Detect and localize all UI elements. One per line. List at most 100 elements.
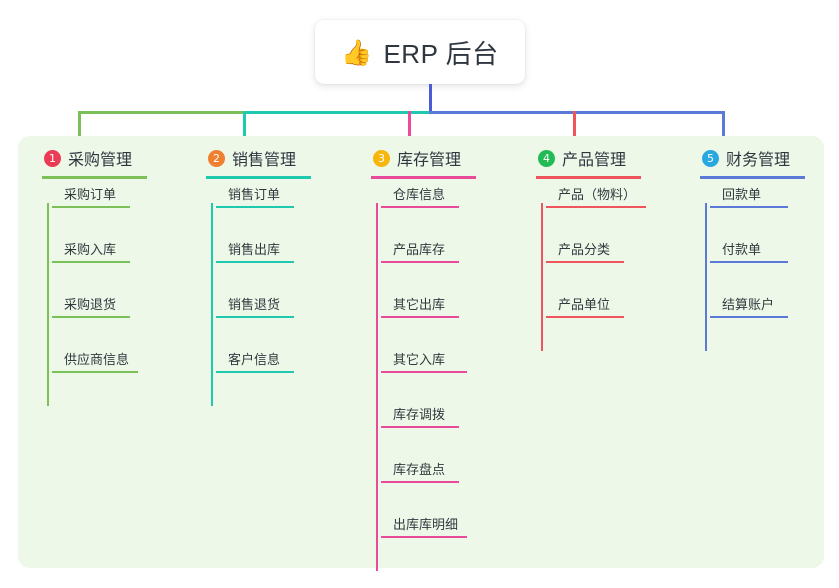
- branch-badge-5: 5: [702, 149, 719, 167]
- leaf-item-label: 供应商信息: [64, 352, 130, 367]
- leaf-item-underline: [381, 481, 459, 483]
- branch-column-5: 5 财务管理回款单付款单结算账户: [700, 146, 805, 351]
- branch-spine-3: [376, 203, 378, 571]
- leaf-item-label: 付款单: [722, 242, 762, 257]
- leaf-item-underline: [216, 261, 294, 263]
- leaf-item[interactable]: 产品单位: [536, 280, 626, 335]
- leaf-item-underline: [710, 261, 788, 263]
- root-stem-connector: [429, 84, 432, 112]
- leaf-item-label: 销售订单: [228, 187, 281, 202]
- branch-column-1: 1 采购管理采购订单采购入库采购退货供应商信息: [42, 146, 147, 406]
- branch-badge-4: 4: [538, 149, 555, 167]
- leaf-item[interactable]: 其它出库: [371, 280, 461, 335]
- branch-header-5[interactable]: 5 财务管理: [700, 146, 790, 170]
- branch-header-2[interactable]: 2 销售管理: [206, 146, 296, 170]
- leaf-item-label: 库存盘点: [393, 462, 446, 477]
- bus-segment-2: [243, 111, 433, 114]
- leaf-item[interactable]: 销售订单: [206, 170, 296, 225]
- leaf-item[interactable]: 其它入库: [371, 335, 467, 390]
- leaf-item[interactable]: 产品分类: [536, 225, 626, 280]
- leaf-item-label: 客户信息: [228, 352, 281, 367]
- branch-title-5: 财务管理: [726, 152, 791, 169]
- branch-items-4: 产品（物料） 产品分类产品单位: [536, 170, 646, 351]
- leaf-item-label: 产品单位: [558, 297, 611, 312]
- root-title: ERP 后台: [383, 38, 499, 69]
- leaf-item-label: 销售退货: [228, 297, 281, 312]
- branch-badge-3: 3: [373, 149, 390, 167]
- branch-underline-4: [536, 176, 641, 179]
- leaf-item[interactable]: 客户信息: [206, 335, 296, 390]
- leaf-item[interactable]: 销售出库: [206, 225, 296, 280]
- branch-spine-5: [705, 203, 707, 351]
- leaf-item-underline: [546, 316, 624, 318]
- leaf-item-label: 产品分类: [558, 242, 611, 257]
- branch-spine-1: [47, 203, 49, 406]
- leaf-item[interactable]: 采购订单: [42, 170, 132, 225]
- leaf-item[interactable]: 采购入库: [42, 225, 132, 280]
- branch-column-4: 4 产品管理产品（物料） 产品分类产品单位: [536, 146, 646, 351]
- thumbs-up-icon: 👍: [341, 37, 373, 67]
- leaf-item[interactable]: 回款单: [700, 170, 790, 225]
- bus-segment-1: [78, 111, 251, 114]
- branches-panel: [18, 136, 824, 568]
- drop-connector-3: [408, 111, 411, 139]
- leaf-item[interactable]: 库存调拨: [371, 390, 461, 445]
- root-node[interactable]: 👍 ERP 后台: [315, 20, 525, 84]
- drop-connector-2: [243, 111, 246, 139]
- leaf-item-underline: [216, 316, 294, 318]
- leaf-item[interactable]: 销售退货: [206, 280, 296, 335]
- leaf-item[interactable]: 采购退货: [42, 280, 132, 335]
- leaf-item[interactable]: 付款单: [700, 225, 790, 280]
- branch-underline-5: [700, 176, 805, 179]
- leaf-item-underline: [52, 316, 130, 318]
- leaf-item[interactable]: 产品库存: [371, 225, 461, 280]
- branch-underline-3: [371, 176, 476, 179]
- drop-connector-1: [78, 111, 81, 139]
- branch-badge-1: 1: [44, 149, 61, 167]
- leaf-item[interactable]: 库存盘点: [371, 445, 461, 500]
- leaf-item-underline: [546, 206, 646, 208]
- leaf-item-label: 其它入库: [393, 352, 446, 367]
- leaf-item-label: 采购入库: [64, 242, 117, 257]
- leaf-item-label: 库存调拨: [393, 407, 446, 422]
- leaf-item-underline: [381, 426, 459, 428]
- leaf-item-underline: [381, 371, 467, 373]
- leaf-item[interactable]: 结算账户: [700, 280, 790, 335]
- leaf-item-underline: [381, 261, 459, 263]
- leaf-item-underline: [546, 261, 624, 263]
- leaf-item-label: 结算账户: [722, 297, 775, 312]
- leaf-item-underline: [710, 206, 788, 208]
- branch-spine-2: [211, 203, 213, 406]
- leaf-item-label: 回款单: [722, 187, 762, 202]
- leaf-item-underline: [52, 371, 138, 373]
- branch-items-2: 销售订单销售出库销售退货客户信息: [206, 170, 296, 406]
- branch-underline-2: [206, 176, 311, 179]
- leaf-item-label: 采购退货: [64, 297, 117, 312]
- branch-badge-2: 2: [208, 149, 225, 167]
- leaf-item-underline: [216, 206, 294, 208]
- branch-title-2: 销售管理: [232, 152, 297, 169]
- branch-column-2: 2 销售管理销售订单销售出库销售退货客户信息: [206, 146, 311, 406]
- leaf-item-label: 采购订单: [64, 187, 117, 202]
- leaf-item-label: 产品库存: [393, 242, 446, 257]
- leaf-item[interactable]: 仓库信息: [371, 170, 461, 225]
- leaf-item-underline: [216, 371, 294, 373]
- branch-header-4[interactable]: 4 产品管理: [536, 146, 626, 170]
- branch-header-1[interactable]: 1 采购管理: [42, 146, 132, 170]
- branch-items-1: 采购订单采购入库采购退货供应商信息: [42, 170, 138, 406]
- leaf-item-label: 销售出库: [228, 242, 281, 257]
- leaf-item-label: 出库库明细: [393, 517, 459, 532]
- drop-connector-5: [722, 111, 725, 139]
- leaf-item[interactable]: 出库库明细: [371, 500, 467, 555]
- leaf-item[interactable]: 产品（物料）: [536, 170, 646, 225]
- leaf-item-underline: [381, 536, 467, 538]
- leaf-item-underline: [52, 206, 130, 208]
- branch-items-3: 仓库信息产品库存其它出库其它入库库存调拨库存盘点出库库明细: [371, 170, 467, 571]
- branch-title-1: 采购管理: [68, 152, 133, 169]
- leaf-item-label: 仓库信息: [393, 187, 446, 202]
- leaf-item[interactable]: 供应商信息: [42, 335, 138, 390]
- branch-title-4: 产品管理: [562, 152, 627, 169]
